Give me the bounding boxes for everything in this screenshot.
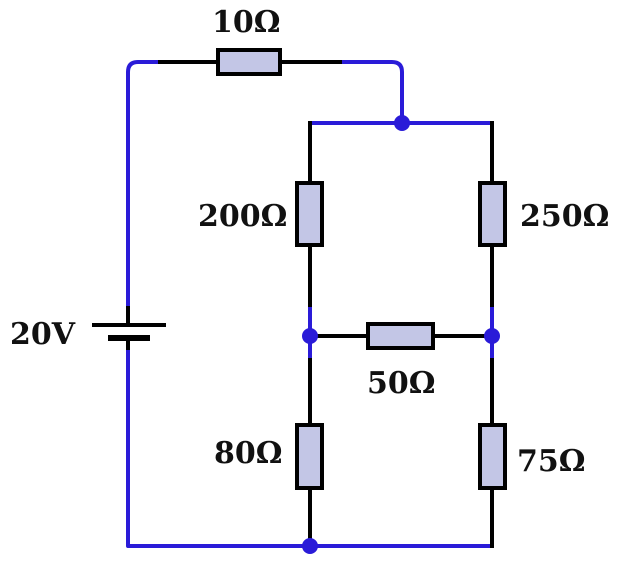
- resistors: [216, 48, 507, 490]
- junction-nodes: [302, 115, 500, 554]
- wire-left-lower: [126, 348, 494, 548]
- black-wires: [158, 60, 494, 548]
- battery-label: 20V: [10, 317, 76, 352]
- battery-symbol: [92, 306, 166, 350]
- r75-label: 75Ω: [517, 444, 585, 479]
- resistor-50: [366, 322, 435, 350]
- resistor-75: [478, 423, 507, 490]
- node-top: [394, 115, 410, 131]
- node-right-mid: [484, 328, 500, 344]
- resistor-250: [478, 181, 507, 247]
- node-bottom: [302, 538, 318, 554]
- node-left-mid: [302, 328, 318, 344]
- wire-left-upper: [126, 60, 162, 308]
- labels: 20V 10Ω 200Ω 250Ω 50Ω 80Ω 75Ω: [10, 5, 609, 479]
- r80-label: 80Ω: [214, 436, 282, 471]
- resistor-200: [295, 181, 324, 247]
- r10-label: 10Ω: [212, 5, 280, 40]
- wire-top-right-drop: [338, 60, 404, 125]
- resistor-10: [216, 48, 282, 76]
- r200-label: 200Ω: [198, 199, 287, 234]
- r50-label: 50Ω: [367, 366, 435, 401]
- resistor-80: [295, 423, 324, 490]
- r250-label: 250Ω: [520, 199, 609, 234]
